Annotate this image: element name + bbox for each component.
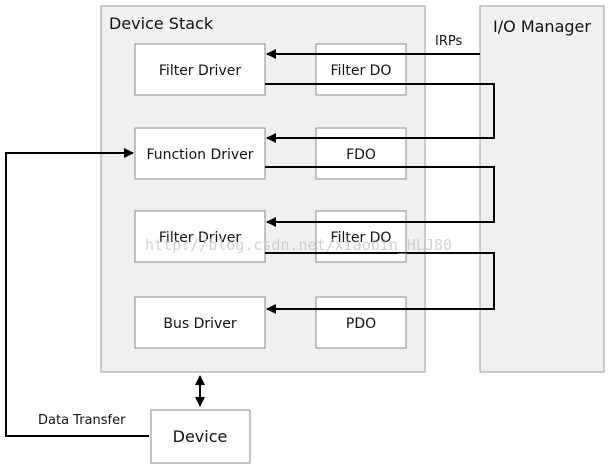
irp-arrow-to-bus-driver — [265, 252, 495, 314]
function-driver-label: Function Driver — [146, 147, 253, 163]
io-manager-panel — [479, 5, 605, 373]
device-box — [150, 409, 251, 464]
device-stack-title: Device Stack — [109, 14, 214, 33]
pdo-box — [315, 296, 407, 349]
pdo-label: PDO — [346, 316, 376, 332]
data-transfer-label: Data Transfer — [38, 413, 126, 428]
bus-driver-label: Bus Driver — [163, 316, 237, 332]
fdo-box — [315, 127, 407, 180]
io-manager-title: I/O Manager — [493, 17, 591, 36]
filter-do-lower-label: Filter DO — [331, 230, 392, 246]
filter-driver-lower-label: Filter Driver — [159, 230, 241, 246]
bus-driver-box — [134, 296, 266, 349]
filter-driver-upper-box — [134, 43, 266, 96]
fdo-label: FDO — [346, 147, 376, 163]
irp-arrow-to-lower-filter — [265, 166, 495, 227]
filter-do-upper-box — [315, 43, 407, 96]
data-transfer-arrow — [5, 148, 149, 437]
watermark-text: http://blog.csdn.net/xiaobin_HLJ80 — [145, 236, 452, 254]
filter-do-upper-label: Filter DO — [331, 63, 392, 79]
irp-arrow-to-function-driver — [265, 83, 495, 143]
irps-label: IRPs — [435, 34, 462, 49]
filter-driver-upper-label: Filter Driver — [159, 63, 241, 79]
filter-driver-lower-box — [134, 210, 266, 263]
device-label: Device — [173, 427, 228, 446]
function-driver-box — [134, 127, 266, 180]
